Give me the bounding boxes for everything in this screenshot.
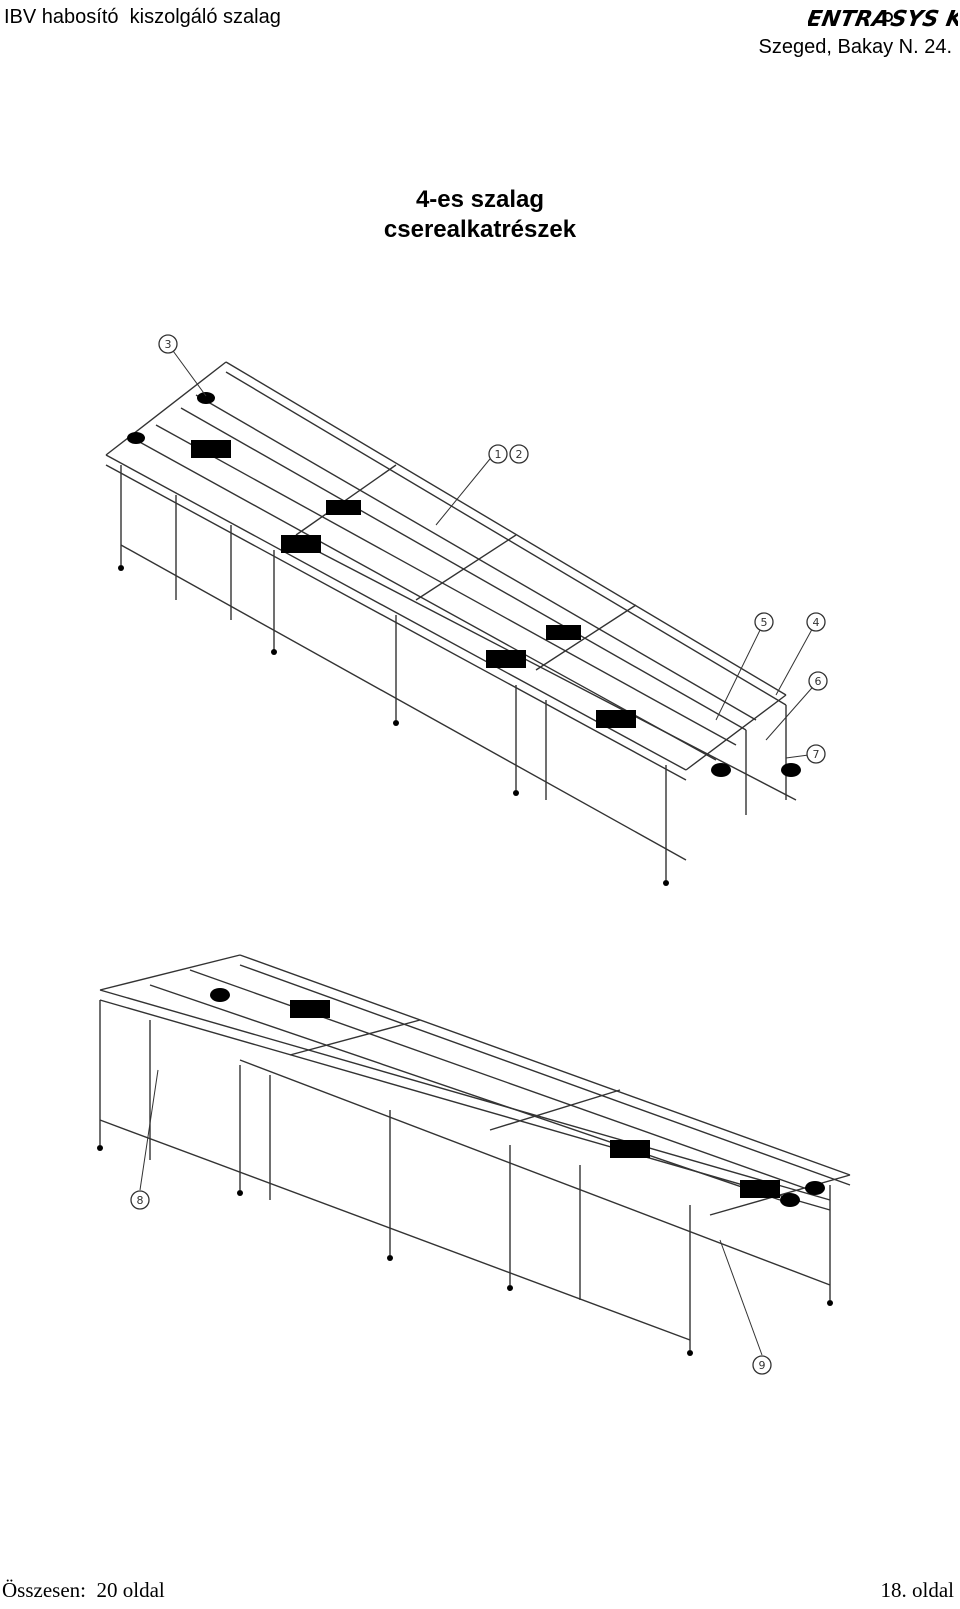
svg-text:ENTRA: ENTRA: [808, 6, 892, 32]
callout-5: 5: [715, 612, 774, 721]
conveyor-drawing-top: 3 1 2 5 4 6 7: [105, 334, 828, 886]
callout-label: 2: [516, 448, 523, 461]
callout-7: 7: [785, 744, 826, 764]
conveyor-drawing-bottom: 8 9: [97, 954, 851, 1375]
callout-label: 3: [165, 338, 172, 351]
callout-6: 6: [765, 671, 828, 741]
footer-total-pages: Összesen: 20 oldal: [2, 1578, 165, 1602]
header-address: Szeged, Bakay N. 24.: [758, 36, 952, 58]
callout-3: 3: [158, 334, 207, 397]
conveyor-frame-top: [105, 361, 801, 886]
callout-label: 8: [137, 1194, 144, 1207]
callout-8: 8: [130, 1069, 159, 1210]
conveyor-frame-bottom: [97, 954, 851, 1356]
callout-label: 1: [495, 448, 502, 461]
callout-label: 6: [815, 675, 822, 688]
company-logo: ENTRA SYS Kft: [808, 6, 958, 32]
footer-page-number: 18. oldal: [880, 1578, 955, 1602]
callout-1-2: 1 2: [435, 444, 529, 526]
callout-label: 4: [813, 616, 820, 629]
callout-label: 5: [761, 616, 768, 629]
page-subtitle: cserealkatrészek: [383, 216, 577, 243]
svg-text:SYS Kft: SYS Kft: [889, 6, 958, 32]
callout-4: 4: [775, 612, 826, 696]
page-title: 4-es szalag: [415, 186, 545, 213]
header-title: IBV habosító kiszolgáló szalag: [4, 6, 281, 28]
callout-label: 9: [759, 1359, 766, 1372]
callout-label: 7: [813, 748, 820, 761]
callout-9: 9: [719, 1239, 772, 1375]
